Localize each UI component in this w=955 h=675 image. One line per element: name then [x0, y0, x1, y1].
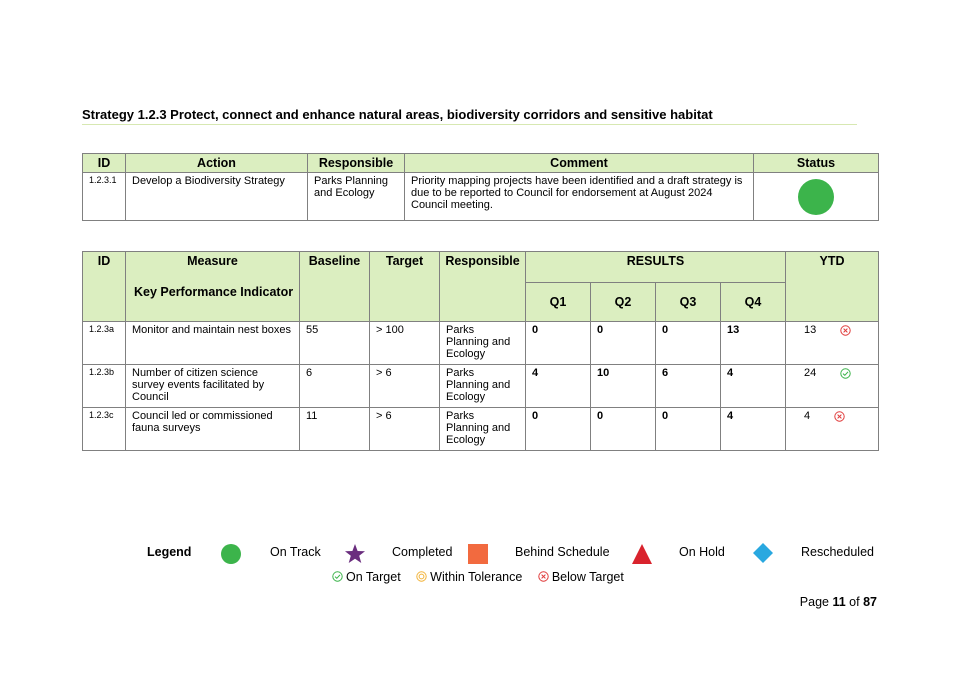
- kpi-q3: 0: [655, 321, 721, 365]
- action-name: Develop a Biodiversity Strategy: [125, 172, 308, 221]
- on-target-icon: [840, 367, 851, 379]
- legend-within-tolerance: Within Tolerance: [430, 570, 523, 584]
- action-responsible: Parks Planning and Ecology: [307, 172, 405, 221]
- kpi-col-id: ID: [82, 251, 126, 283]
- kpi-q4: 4: [720, 364, 786, 408]
- purple-star-icon: [344, 543, 366, 568]
- legend-on-track: On Track: [270, 545, 321, 559]
- kpi-q2: 0: [590, 321, 656, 365]
- page-current: 11: [832, 595, 846, 609]
- green-circle-icon: [220, 543, 242, 568]
- kpi-col-responsible: Responsible: [439, 251, 526, 322]
- kpi-q4: 13: [720, 321, 786, 365]
- kpi-responsible: Parks Planning and Ecology: [439, 321, 526, 365]
- legend-on-hold: On Hold: [679, 545, 725, 559]
- page-total: 87: [863, 595, 877, 609]
- red-triangle-icon: [631, 543, 653, 568]
- kpi-q2: 10: [590, 364, 656, 408]
- kpi-col-id-spacer: [82, 282, 126, 322]
- below-target-icon: [834, 410, 845, 422]
- neutral-circle-icon: [416, 571, 427, 582]
- kpi-target: > 6: [369, 364, 440, 408]
- kpi-responsible: Parks Planning and Ecology: [439, 364, 526, 408]
- check-circle-icon: [332, 571, 343, 582]
- page-number: Page 11 of 87: [800, 595, 877, 609]
- kpi-target: > 6: [369, 407, 440, 451]
- kpi-id: 1.2.3c: [82, 407, 126, 451]
- kpi-q3: 0: [655, 407, 721, 451]
- col-id: ID: [82, 153, 126, 173]
- legend-below-target: Below Target: [551, 570, 624, 584]
- cross-circle-icon: [538, 571, 549, 582]
- kpi-q1: 4: [525, 364, 591, 408]
- blue-diamond-icon: [752, 542, 774, 567]
- kpi-measure: Number of citizen science survey events …: [125, 364, 300, 408]
- orange-square-icon: [467, 543, 489, 568]
- kpi-baseline: 55: [299, 321, 370, 365]
- kpi-col-q2: Q2: [590, 282, 656, 322]
- legend-kpi-row: On Target Within Tolerance Below Target: [332, 570, 624, 584]
- kpi-col-baseline: Baseline: [299, 251, 370, 322]
- kpi-q2: 0: [590, 407, 656, 451]
- table-row: 1.2.3.1 Develop a Biodiversity Strategy …: [82, 172, 879, 221]
- kpi-target: > 100: [369, 321, 440, 365]
- kpi-col-q4: Q4: [720, 282, 786, 322]
- legend-title: Legend: [147, 545, 192, 559]
- page-prefix: Page: [799, 595, 829, 609]
- below-target-icon: [840, 324, 851, 336]
- kpi-ytd: 13: [785, 321, 879, 365]
- kpi-q3: 6: [655, 364, 721, 408]
- kpi-measure: Monitor and maintain nest boxes: [125, 321, 300, 365]
- kpi-baseline: 6: [299, 364, 370, 408]
- kpi-header-row-1: ID Measure Baseline Target Responsible R…: [82, 251, 879, 322]
- legend-status-row: Legend On Track Completed Behind Schedul…: [147, 543, 877, 565]
- kpi-col-measure: Measure: [125, 251, 300, 283]
- kpi-ytd-value: 24: [804, 367, 817, 379]
- kpi-col-target: Target: [369, 251, 440, 322]
- col-status: Status: [753, 153, 879, 173]
- legend-behind-schedule: Behind Schedule: [515, 545, 610, 559]
- kpi-col-q3: Q3: [655, 282, 721, 322]
- legend-completed: Completed: [392, 545, 453, 559]
- kpi-ytd-value: 4: [804, 410, 811, 422]
- legend: Legend On Track Completed Behind Schedul…: [147, 543, 877, 565]
- kpi-table: ID Measure Baseline Target Responsible R…: [82, 251, 879, 451]
- legend-on-target: On Target: [346, 570, 401, 584]
- kpi-responsible: Parks Planning and Ecology: [439, 407, 526, 451]
- action-table: ID Action Responsible Comment Status 1.2…: [82, 153, 879, 221]
- col-comment: Comment: [404, 153, 754, 173]
- kpi-col-results: RESULTS: [525, 251, 786, 283]
- page-of: of: [849, 595, 860, 609]
- kpi-col-q1: Q1: [525, 282, 591, 322]
- kpi-ytd: 24: [785, 364, 879, 408]
- kpi-q4: 4: [720, 407, 786, 451]
- kpi-measure: Council led or commissioned fauna survey…: [125, 407, 300, 451]
- kpi-id: 1.2.3a: [82, 321, 126, 365]
- kpi-q1: 0: [525, 407, 591, 451]
- kpi-baseline: 11: [299, 407, 370, 451]
- action-table-header: ID Action Responsible Comment Status: [82, 153, 879, 173]
- legend-rescheduled: Rescheduled: [801, 545, 874, 559]
- col-action: Action: [125, 153, 308, 173]
- action-comment: Priority mapping projects have been iden…: [404, 172, 754, 221]
- action-status: [753, 172, 879, 221]
- kpi-id: 1.2.3b: [82, 364, 126, 408]
- kpi-ytd: 4: [785, 407, 879, 451]
- kpi-col-ytd: YTD: [785, 251, 879, 322]
- on-track-status-icon: [798, 178, 834, 215]
- strategy-heading: Strategy 1.2.3 Protect, connect and enha…: [82, 107, 857, 125]
- kpi-q1: 0: [525, 321, 591, 365]
- kpi-ytd-value: 13: [804, 324, 817, 336]
- action-id: 1.2.3.1: [82, 172, 126, 221]
- kpi-col-indicator: Key Performance Indicator: [125, 282, 300, 322]
- kpi-header-row-3: Key Performance Indicator: [82, 282, 879, 322]
- col-responsible: Responsible: [307, 153, 405, 173]
